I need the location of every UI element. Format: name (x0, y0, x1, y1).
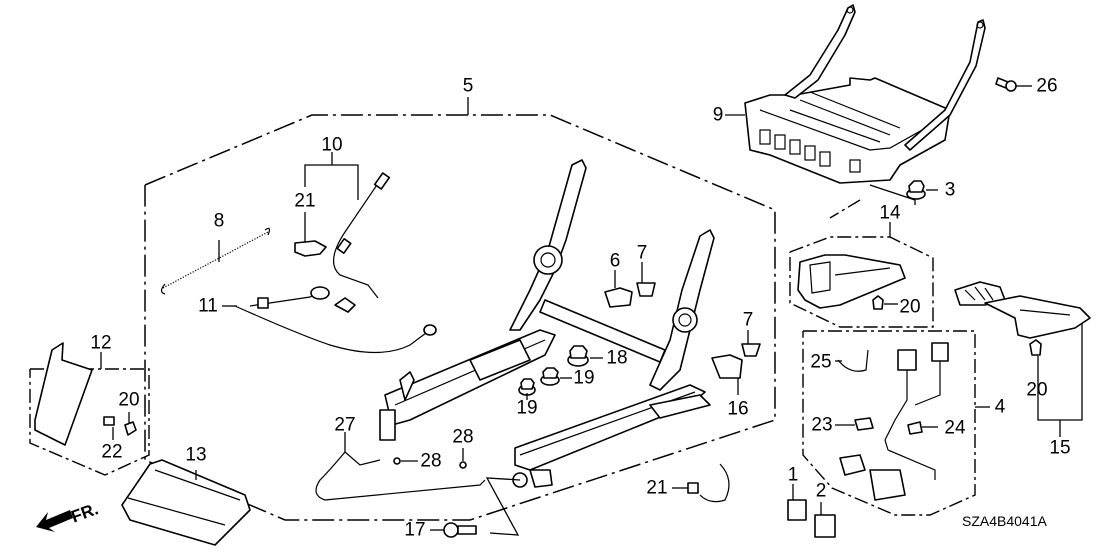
callout-11[interactable]: 11 (198, 295, 218, 317)
callout-10[interactable]: 10 (321, 134, 343, 156)
callout-19-left[interactable]: 19 (516, 397, 538, 419)
callout-3[interactable]: 3 (944, 179, 956, 201)
part-27-rod (315, 432, 486, 501)
callout-1[interactable]: 1 (787, 464, 799, 486)
callout-13[interactable]: 13 (185, 444, 207, 466)
callout-9[interactable]: 9 (712, 104, 724, 126)
callout-5[interactable]: 5 (462, 75, 474, 97)
part-21-clip-lower (672, 463, 730, 503)
group-15-bracket (1037, 320, 1083, 437)
part-1-relay (787, 484, 807, 521)
part-28-washer-right (459, 448, 467, 469)
callout-20-group15[interactable]: 20 (1026, 379, 1048, 401)
callout-28-right[interactable]: 28 (452, 426, 474, 448)
callout-20-group14[interactable]: 20 (899, 296, 921, 318)
callout-4[interactable]: 4 (994, 396, 1006, 418)
callout-8[interactable]: 8 (213, 210, 225, 232)
callout-7-lower[interactable]: 7 (742, 309, 754, 331)
callout-18[interactable]: 18 (606, 347, 628, 369)
callout-21-upper[interactable]: 21 (294, 190, 316, 212)
part-7-clip-upper (636, 262, 656, 297)
callout-22[interactable]: 22 (101, 441, 123, 463)
part-5-seat-frame (379, 159, 715, 488)
group-14-boundary (789, 222, 934, 328)
part-8-spring (160, 227, 271, 295)
front-arrow-icon (36, 510, 73, 532)
callout-27[interactable]: 27 (334, 414, 356, 436)
part-13-cover (121, 459, 251, 546)
diagram-part-code: SZA4B4041A (962, 513, 1047, 529)
part-12-cover (34, 342, 137, 446)
callout-23[interactable]: 23 (811, 414, 833, 436)
callout-21-lower[interactable]: 21 (646, 477, 668, 499)
callout-20-group12[interactable]: 20 (118, 389, 140, 411)
callout-24[interactable]: 24 (944, 417, 966, 439)
part-4-harness (835, 342, 949, 501)
part-17-bolt (430, 477, 521, 538)
part-25-clip (835, 349, 869, 372)
callout-2[interactable]: 2 (815, 480, 827, 502)
part-16-bracket (711, 354, 743, 395)
callout-6[interactable]: 6 (609, 250, 621, 272)
callout-16[interactable]: 16 (727, 398, 749, 420)
part-3-nut (906, 180, 938, 200)
part-11-cable (222, 286, 437, 354)
part-19-nut-right (540, 367, 572, 386)
callout-14[interactable]: 14 (879, 202, 901, 224)
part-10-cable (294, 152, 391, 299)
callout-25[interactable]: 25 (810, 351, 832, 373)
callout-28-left[interactable]: 28 (420, 450, 442, 472)
part-19-nut-left (518, 378, 536, 400)
part-15-trim (954, 281, 1091, 380)
part-18-nut (567, 345, 603, 367)
callout-12[interactable]: 12 (90, 332, 112, 354)
group-4-boundary (802, 330, 990, 516)
callout-26[interactable]: 26 (1036, 75, 1058, 97)
callout-19-right[interactable]: 19 (573, 367, 595, 389)
callout-17[interactable]: 17 (404, 519, 426, 541)
part-7-clip-lower (741, 330, 761, 357)
part-14-trim (797, 254, 906, 310)
callout-15[interactable]: 15 (1049, 437, 1071, 459)
part-28-washer-left (393, 457, 418, 465)
part-2-relay (814, 502, 836, 538)
part-6-bracket (604, 270, 633, 308)
part-9-cushion-frame (725, 4, 986, 219)
part-26-bolt (995, 77, 1032, 92)
callout-7-upper[interactable]: 7 (636, 242, 648, 264)
group-12-boundary (29, 352, 150, 476)
